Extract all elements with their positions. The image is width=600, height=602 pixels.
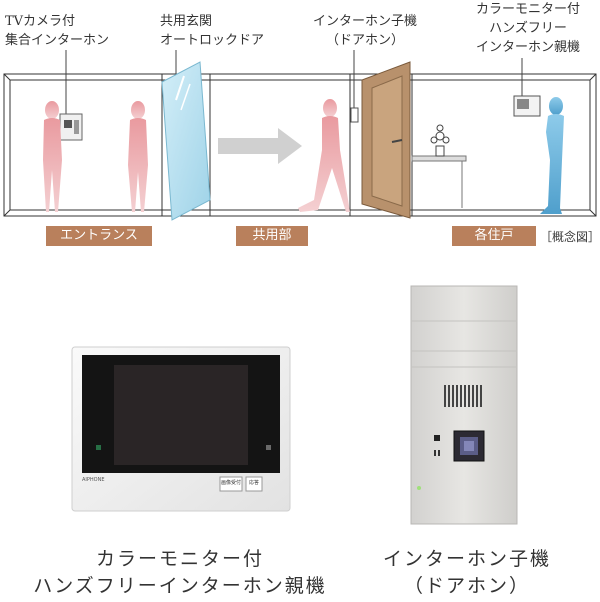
monitor-device-photo: AIPHONE 画像受付 応答 bbox=[70, 345, 292, 513]
caption-doorphone: インターホン子機 （ドアホン） bbox=[382, 548, 551, 597]
glass-autolock-door bbox=[161, 61, 211, 221]
resident-figure-entrance-1 bbox=[43, 101, 62, 212]
indoor-monitor-small bbox=[513, 95, 541, 117]
unit-front-door bbox=[361, 61, 411, 219]
label-tv-intercom: TVカメラ付 集合インターホン bbox=[5, 14, 110, 48]
resident-figure-entrance-2 bbox=[128, 101, 148, 212]
caption-monitor: カラーモニター付 ハンズフリーインターホン親機 bbox=[33, 548, 327, 597]
concept-note: ［概念図］ bbox=[540, 230, 600, 244]
entrance-intercom-panel bbox=[59, 113, 83, 141]
label-child-unit: インターホン子機 （ドアホン） bbox=[312, 14, 417, 48]
table-with-plant bbox=[411, 124, 467, 208]
flow-arrow bbox=[218, 128, 302, 164]
monitor-brand-text: AIPHONE bbox=[82, 477, 105, 483]
doorphone-device-photo bbox=[410, 285, 518, 525]
doorphone-device-drawing bbox=[410, 285, 518, 525]
monitor-button-capture: 画像受付 bbox=[221, 480, 242, 486]
label-shared-door: 共用玄関 オートロックドア bbox=[160, 14, 265, 48]
leader-lines bbox=[65, 50, 523, 130]
doorphone-unit-small bbox=[350, 107, 359, 123]
zone-tag-entrance: エントランス bbox=[46, 226, 152, 246]
resident-figure-walking bbox=[298, 99, 350, 212]
zone-tag-each-unit: 各住戸 bbox=[452, 226, 536, 246]
monitor-device-drawing bbox=[71, 346, 291, 512]
concept-diagram: TVカメラ付 集合インターホン 共用玄関 オートロックドア インターホン子機 （… bbox=[0, 0, 600, 250]
monitor-button-answer: 応答 bbox=[248, 480, 259, 486]
label-parent-unit: カラーモニター付 ハンズフリー インターホン親機 bbox=[475, 2, 580, 55]
resident-figure-inside bbox=[540, 97, 564, 214]
diagram-drawing bbox=[3, 50, 597, 221]
zone-tag-common: 共用部 bbox=[236, 226, 308, 246]
